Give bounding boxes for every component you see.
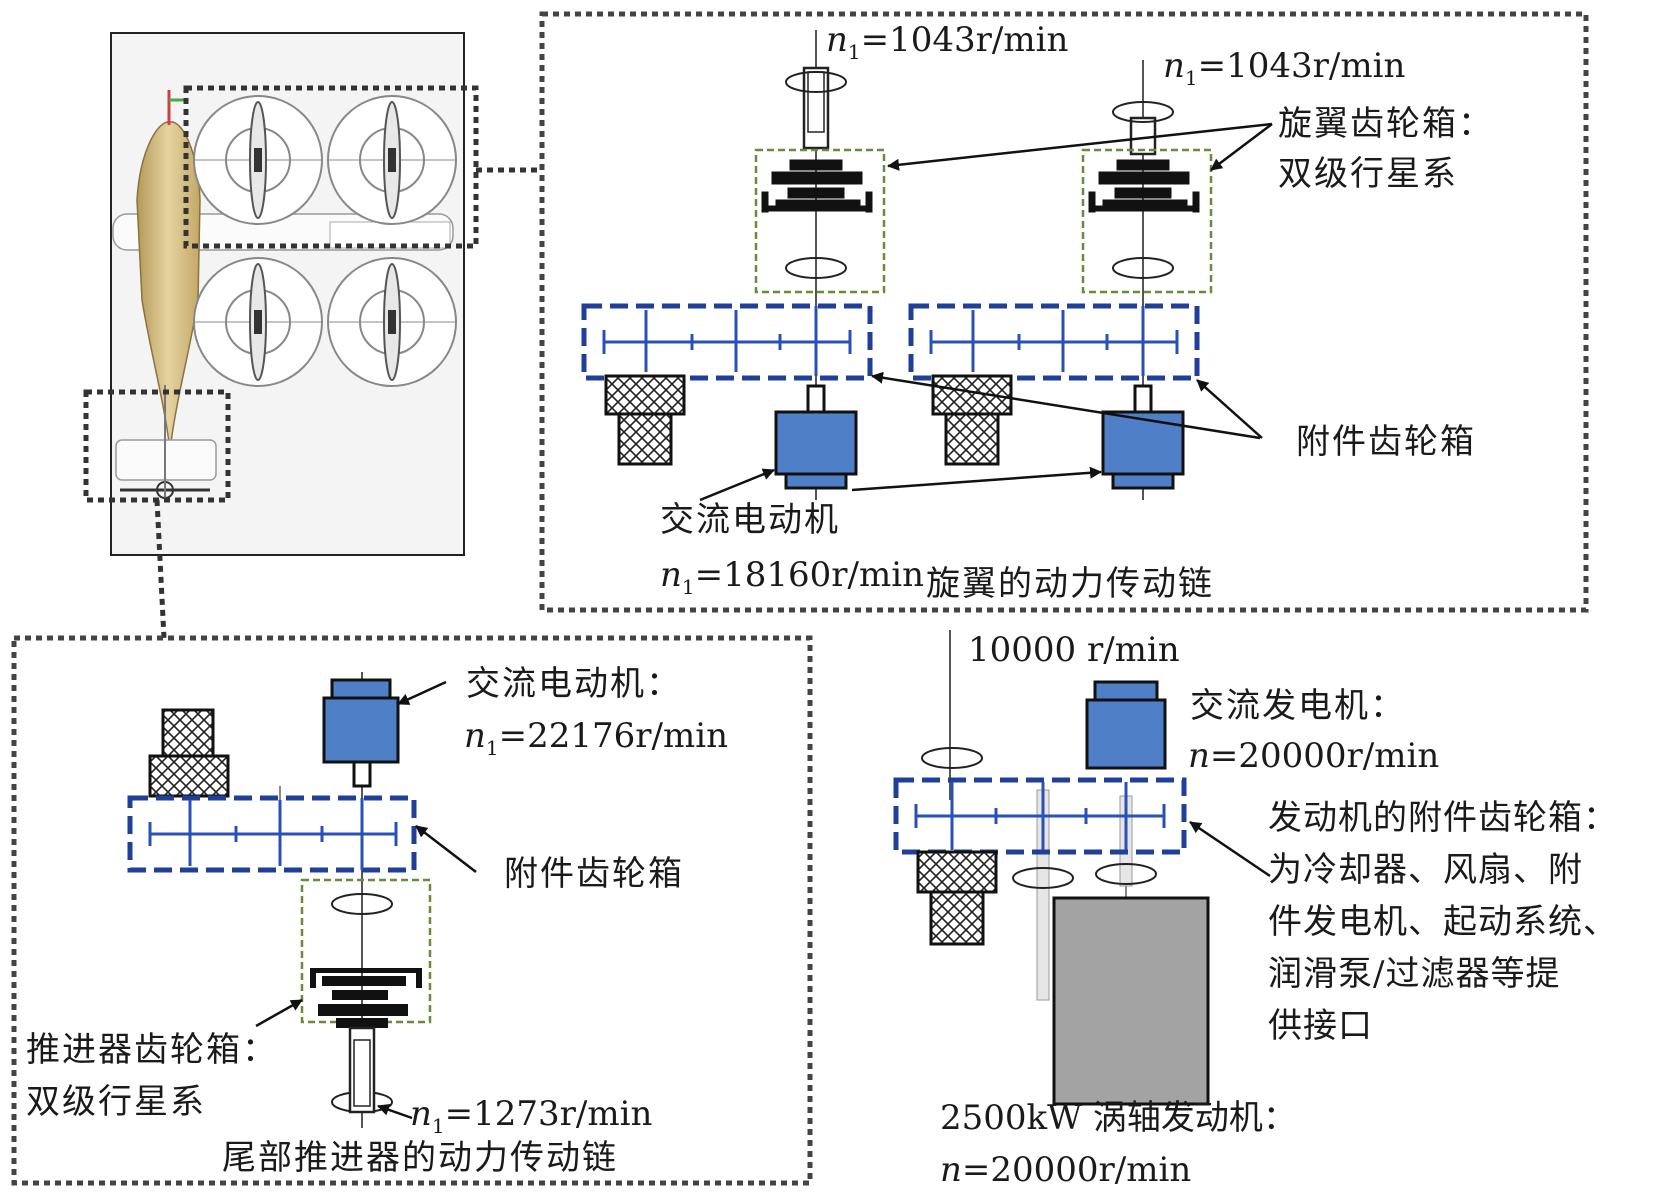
tail-chain-caption: 尾部推进器的动力传动链: [222, 1138, 618, 1178]
tail-accessory-label: 附件齿轮箱: [504, 854, 684, 894]
aircraft-top-view: [83, 32, 542, 639]
tail-gearbox-type: 双级行星系: [26, 1082, 206, 1122]
rotor-left-speed: n1=1043r/min: [826, 20, 1069, 64]
rotor-accessory-label: 附件齿轮箱: [1296, 422, 1476, 462]
engine-label: 2500kW 涡轴发动机：: [940, 1098, 1297, 1138]
rotor-motor-label: 交流电动机: [660, 500, 840, 540]
rotor-gearbox-label: 旋翼齿轮箱：: [1278, 104, 1494, 144]
rotor-gearbox-type: 双级行星系: [1278, 154, 1458, 194]
tail-prop-speed: n1=1273r/min: [410, 1094, 653, 1138]
rotor-chain-frame: [539, 11, 1589, 613]
tail-chain-drawing: [127, 672, 477, 1128]
tail-motor-speed: n1=22176r/min: [464, 716, 729, 760]
generator-label: 交流发电机：: [1190, 686, 1406, 726]
generator-speed: n=20000r/min: [1188, 736, 1440, 776]
tail-gearbox-label: 推进器齿轮箱：: [26, 1030, 278, 1070]
tail-motor-label: 交流电动机：: [466, 664, 682, 704]
engine-accessory-description: 发动机的附件齿轮箱： 为冷却器、风扇、附 件发电机、起动系统、 润滑泵/过滤器等…: [1268, 798, 1618, 1046]
rotor-chain-caption: 旋翼的动力传动链: [926, 564, 1214, 604]
engine-chain-drawing: [893, 630, 1271, 1106]
rotor-motor-speed: n1=18160r/min: [660, 555, 925, 599]
engine-shaft-speed: 10000 r/min: [968, 630, 1180, 670]
rotor-right-speed: n1=1043r/min: [1163, 46, 1406, 90]
tail-chain-frame: [11, 635, 813, 1186]
engine-speed: n=20000r/min: [940, 1150, 1192, 1190]
rotor-chain-drawing: [581, 30, 1273, 502]
